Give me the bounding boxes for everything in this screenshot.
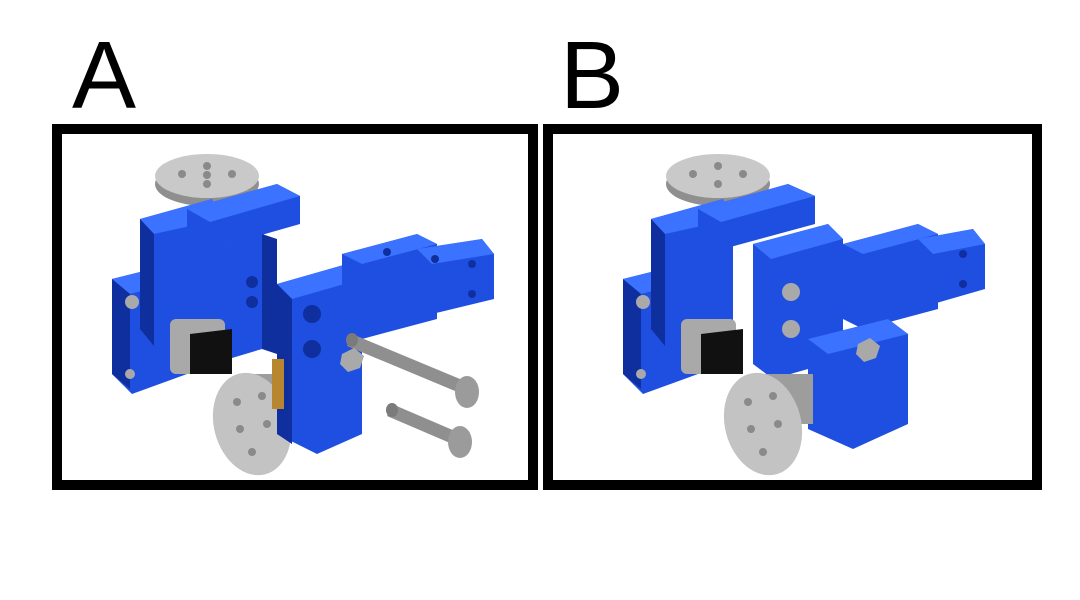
lower-clamp-block (801, 319, 908, 449)
right-extension-block (342, 234, 494, 339)
panel-label-a: A (72, 22, 137, 129)
socket-bolt-lower (386, 403, 472, 458)
panel-label-b: B (560, 22, 625, 129)
motor-body (681, 319, 743, 374)
top-mounting-disk (155, 154, 259, 206)
top-mounting-disk (666, 154, 770, 206)
assembled-illustration (623, 154, 985, 476)
right-extension-block (843, 224, 985, 329)
exploded-assembly-illustration (112, 154, 494, 476)
top-arm-block (698, 184, 815, 249)
front-clamp-block (272, 264, 362, 454)
panel-a-frame (52, 124, 538, 490)
front-flange (723, 372, 813, 476)
socket-bolt-upper (346, 333, 479, 408)
hex-nut (340, 348, 364, 372)
motor-body (170, 319, 232, 374)
panel-b-frame (543, 124, 1042, 490)
